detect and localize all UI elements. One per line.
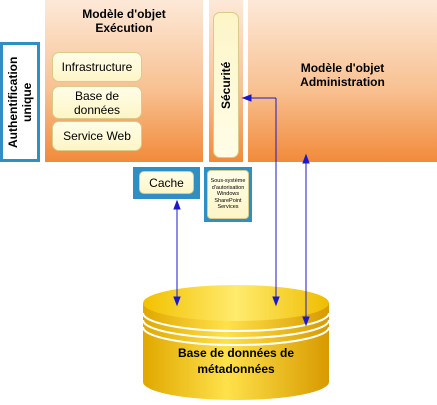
admin-model-title: Modèle d'objet Administration bbox=[300, 61, 385, 89]
metadata-database-label: Base de données de métadonnées bbox=[177, 346, 295, 376]
auth-subsystem-box: Sous-système d'autorisation Windows Shar… bbox=[207, 170, 249, 219]
sso-inner bbox=[3, 45, 37, 159]
cache-box: Cache bbox=[139, 171, 194, 194]
web-service-box: Service Web bbox=[52, 121, 142, 151]
infrastructure-box: Infrastructure bbox=[52, 52, 142, 82]
execution-model-title: Modèle d'objet Exécution bbox=[82, 7, 166, 35]
admin-model-panel bbox=[248, 0, 437, 162]
database-box: Base de données bbox=[52, 86, 142, 119]
